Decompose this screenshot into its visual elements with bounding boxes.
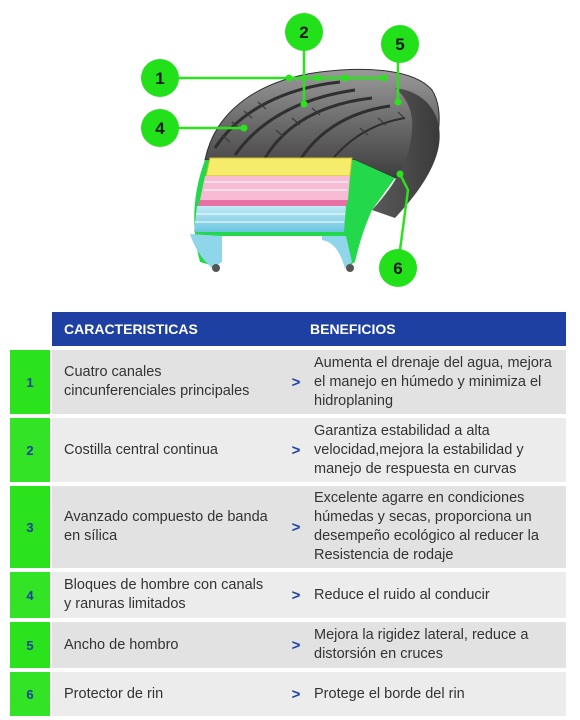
row-number: 4 — [10, 572, 50, 618]
row-number: 3 — [10, 486, 50, 568]
row-benefit: Mejora la rigidez lateral, reduce a dist… — [308, 622, 566, 668]
row-number: 5 — [10, 622, 50, 668]
svg-text:1: 1 — [155, 69, 164, 88]
features-table: CARACTERISTICAS BENEFICIOS 1 Cuatro cana… — [10, 312, 566, 716]
arrow-icon: > — [284, 418, 308, 482]
callout-dots — [240, 74, 404, 178]
arrow-icon: > — [284, 672, 308, 716]
table-row: 2 Costilla central continua > Garantiza … — [10, 418, 566, 482]
row-feature: Costilla central continua — [52, 418, 284, 482]
row-benefit: Aumenta el drenaje del agua, mejora el m… — [308, 350, 566, 414]
row-feature: Ancho de hombro — [52, 622, 284, 668]
table-row: 5 Ancho de hombro > Mejora la rigidez la… — [10, 622, 566, 668]
row-number: 1 — [10, 350, 50, 414]
arrow-icon: > — [284, 622, 308, 668]
row-number: 2 — [10, 418, 50, 482]
row-feature: Avanzado compuesto de banda en sílica — [52, 486, 284, 568]
svg-text:5: 5 — [395, 35, 404, 54]
row-number: 6 — [10, 672, 50, 716]
table-row: 4 Bloques de hombre con canals y ranuras… — [10, 572, 566, 618]
row-benefit: Garantiza estabilidad a alta velocidad,m… — [308, 418, 566, 482]
table-header: CARACTERISTICAS BENEFICIOS — [52, 312, 566, 346]
row-benefit: Protege el borde del rin — [308, 672, 566, 716]
row-benefit: Excelente agarre en condiciones húmedas … — [308, 486, 566, 568]
table-row: 3 Avanzado compuesto de banda en sílica … — [10, 486, 566, 568]
table-row: 6 Protector de rin > Protege el borde de… — [10, 672, 566, 716]
tire-cross-section — [190, 157, 395, 272]
row-feature: Protector de rin — [52, 672, 284, 716]
callout-4: 4 — [141, 109, 179, 147]
tire-body — [204, 68, 440, 218]
header-benefits: BENEFICIOS — [310, 321, 396, 337]
callout-1: 1 — [141, 59, 179, 97]
svg-text:6: 6 — [393, 259, 402, 278]
arrow-icon: > — [284, 486, 308, 568]
callout-5: 5 — [381, 25, 419, 63]
row-feature: Cuatro canales cincunferenciales princip… — [52, 350, 284, 414]
tire-diagram: 1 2 4 5 6 — [141, 13, 440, 287]
callout-2: 2 — [285, 13, 323, 51]
svg-text:4: 4 — [155, 119, 165, 138]
header-features: CARACTERISTICAS — [64, 321, 198, 337]
row-feature: Bloques de hombre con canals y ranuras l… — [52, 572, 284, 618]
row-benefit: Reduce el ruido al conducir — [308, 572, 566, 618]
svg-text:2: 2 — [299, 23, 308, 42]
table-row: 1 Cuatro canales cincunferenciales princ… — [10, 350, 566, 414]
arrow-icon: > — [284, 572, 308, 618]
callout-leaders — [178, 48, 410, 251]
callout-6: 6 — [379, 249, 417, 287]
arrow-icon: > — [284, 350, 308, 414]
